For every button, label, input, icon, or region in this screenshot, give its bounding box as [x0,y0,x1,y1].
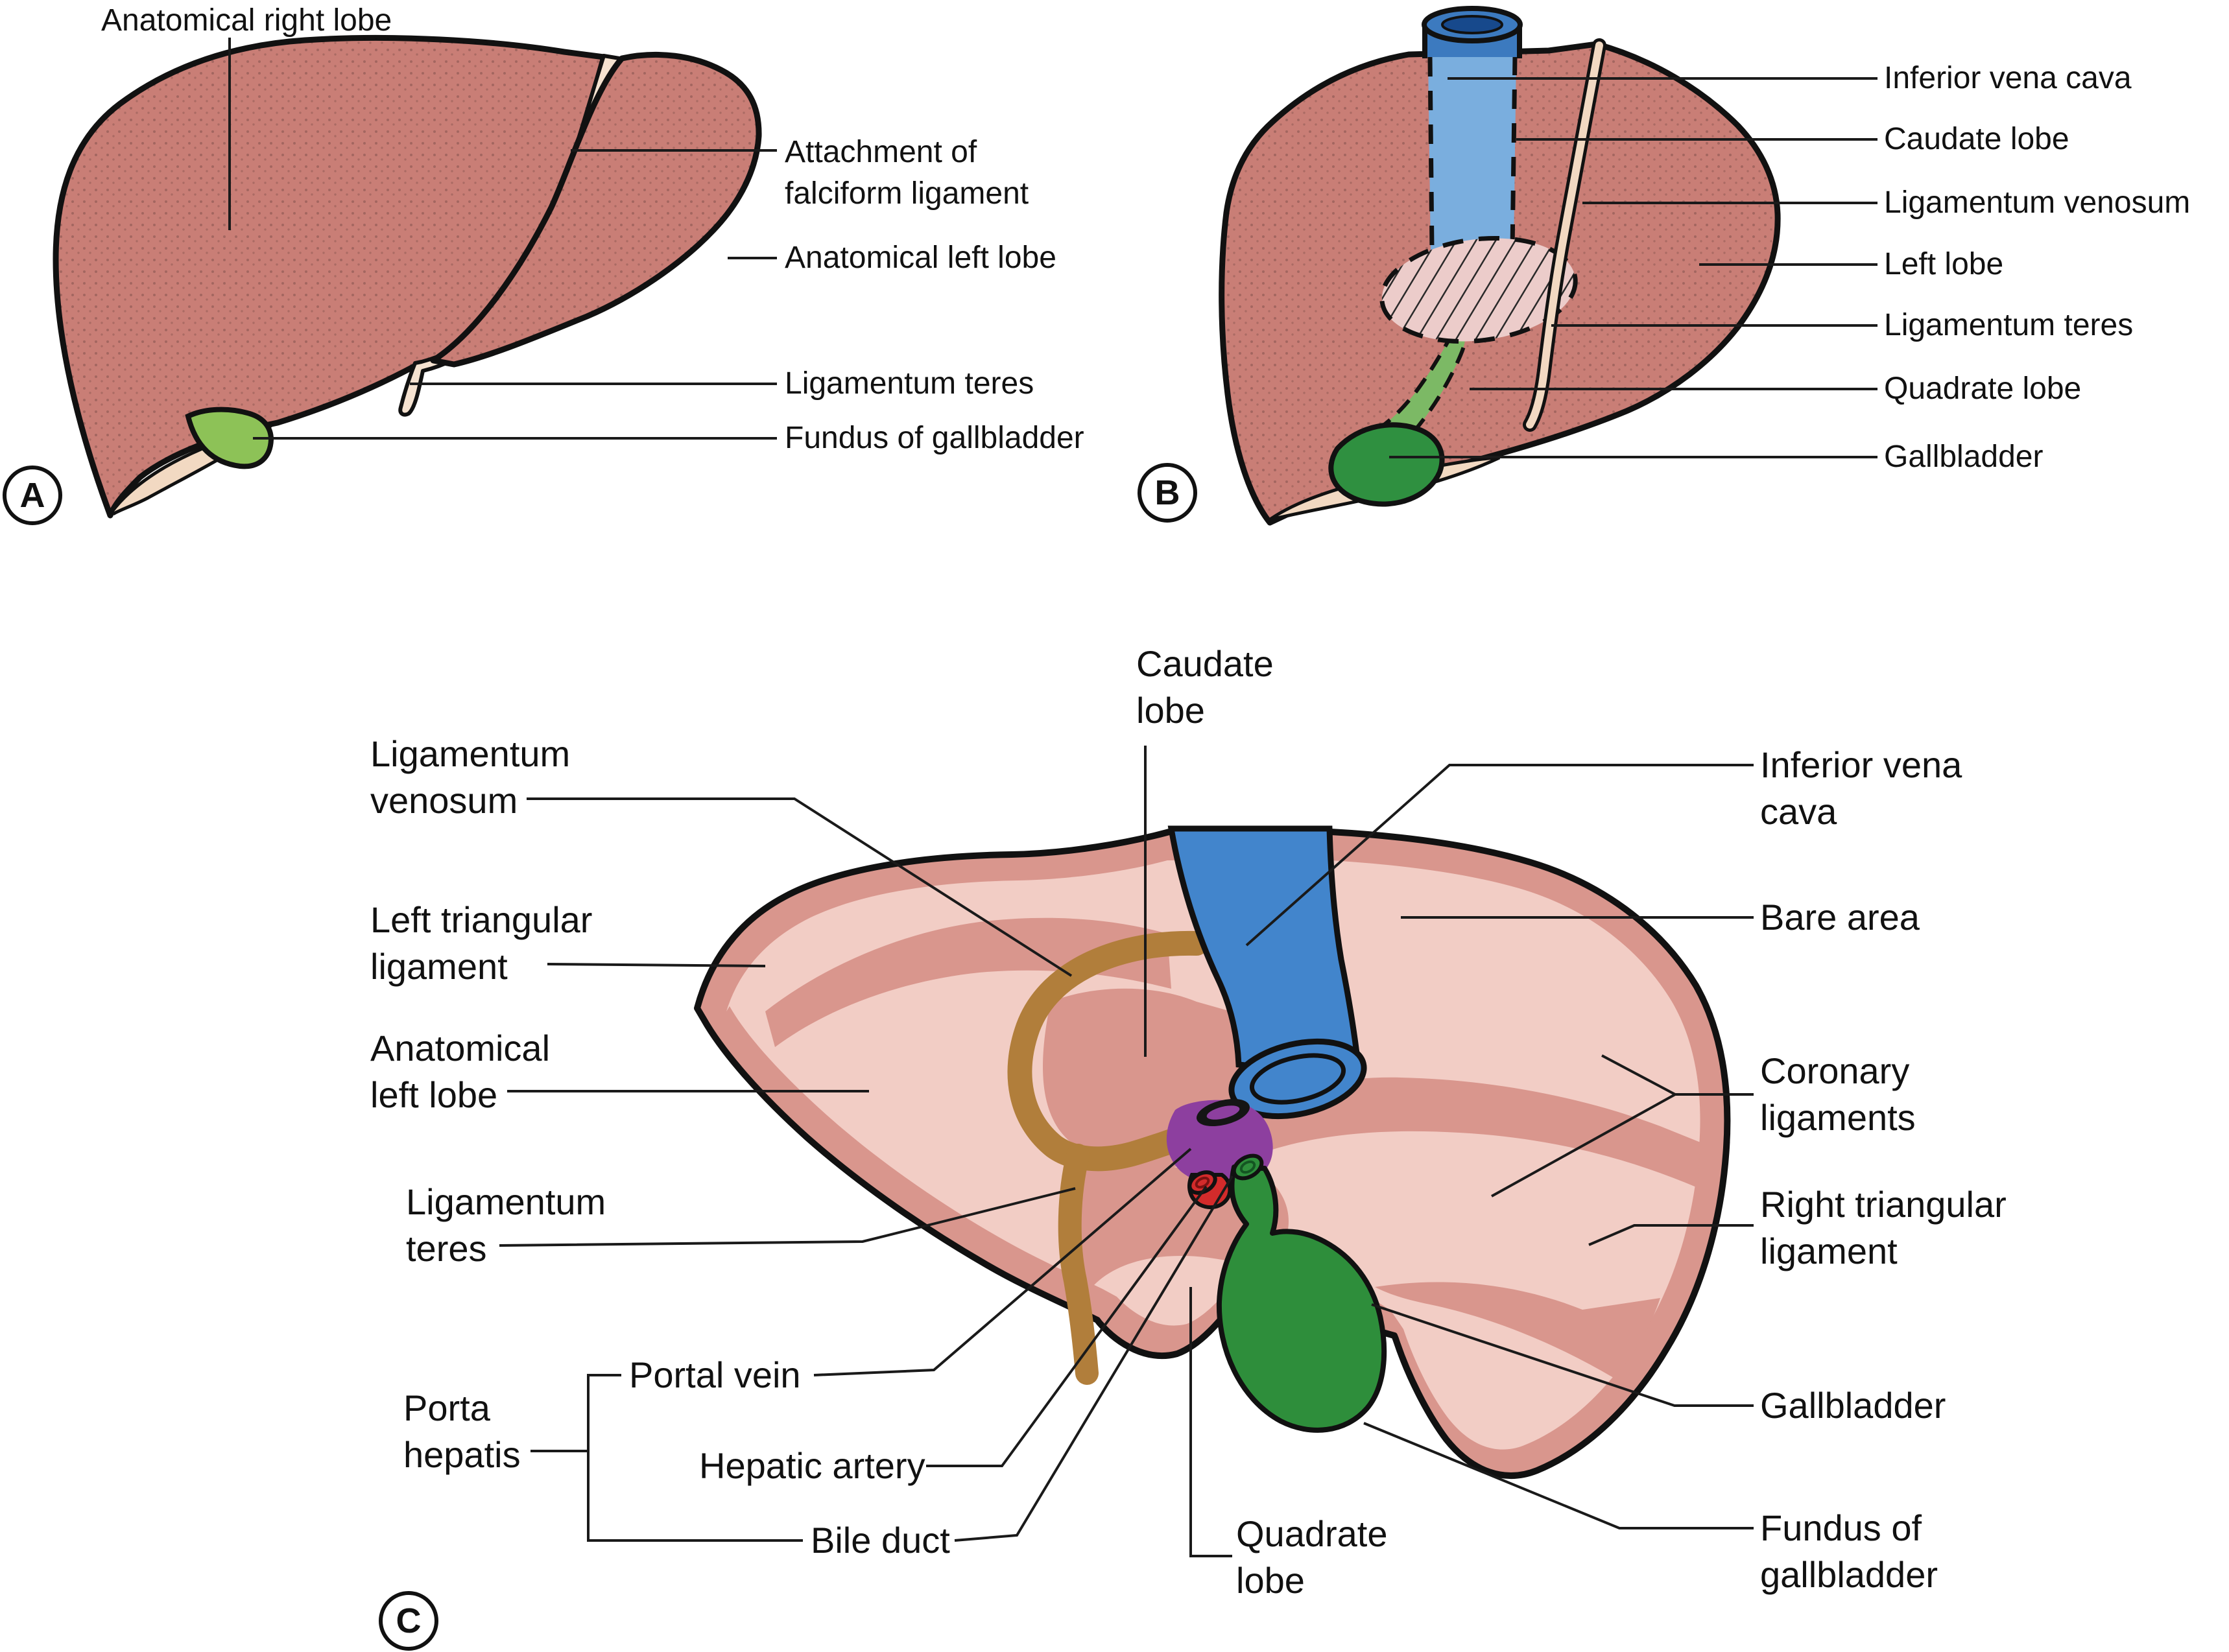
c-label-bile-duct: Bile duct [811,1520,950,1561]
c-label-bare-area: Bare area [1760,897,1920,938]
panel-b-tag: B [1138,463,1197,523]
b-label-teres: Ligamentum teres [1884,308,2134,342]
c-label-portal-vein: Portal vein [629,1354,801,1395]
c-label-gallbladder: Gallbladder [1760,1385,1946,1426]
c-leader-teres [499,1187,1076,1247]
c-inferior-vena-cava [1167,825,1367,1120]
a-label-right-lobe: Anatomical right lobe [101,3,392,38]
b-ivc-top [1422,6,1523,58]
panel-b-liver-illustration [1219,6,1781,526]
c-label-hepatic-artery: Hepatic artery [699,1445,925,1486]
b-label-ivc: Inferior vena cava [1884,61,2132,95]
b-label-gallbladder: Gallbladder [1884,440,2044,474]
c-portal-vein-lumen [1206,1105,1240,1120]
c-ligamentum-venosum [1007,930,1209,1172]
b-label-quadrate: Quadrate lobe [1884,372,2082,406]
c-leader-right-triangular [1588,1224,1754,1246]
c-label-fundus: Fundus of gallbladder [1760,1507,1938,1595]
panel-a-liver-illustration [53,34,762,519]
c-porta-hepatis-bracket [530,1374,803,1542]
b-gallbladder-fundus [1328,422,1445,507]
a-label-falciform: Attachment of falciform ligament [785,135,1029,211]
panel-c-leader-lines [499,746,1754,1557]
a-label-teres: Ligamentum teres [785,366,1034,401]
panel-b-leader-lines [1389,77,1877,458]
c-leader-coronary [1491,1054,1754,1198]
b-ligament-thread [1526,41,1603,429]
c-leader-ivc [1245,764,1754,947]
b-label-left-lobe: Left lobe [1884,247,2004,281]
c-band-upper [765,917,1171,1047]
a-label-fundus: Fundus of gallbladder [785,421,1084,455]
c-hepatic-artery-opening [1187,1170,1217,1195]
c-bile-duct-lumen [1239,1160,1256,1174]
c-label-left-lobe: Anatomical left lobe [370,1028,551,1115]
c-leader-fundus [1363,1422,1754,1529]
b-bare-area-hatched [1379,235,1578,344]
c-label-coronary: Coronary ligaments [1760,1050,1916,1138]
a-label-left-lobe: Anatomical left lobe [785,241,1056,275]
a-left-lobe-texture [433,54,759,364]
c-label-right-triangular: Right triangular ligament [1760,1184,2007,1271]
c-leader-portal-vein [813,1148,1192,1376]
b-ivc-shaft-hidden [1428,54,1516,252]
panel-c-liver-illustration [694,825,1731,1479]
c-hepatic-artery-lumen [1195,1176,1210,1189]
panel-c-tag: C [379,1591,438,1651]
c-label-ivc: Inferior vena cava [1760,744,1962,832]
c-band-coronary-upper [1257,1077,1700,1188]
c-label-teres: Ligamentum teres [406,1181,606,1269]
c-label-caudate: Caudate lobe [1136,643,1274,731]
c-leader-bile-duct [954,1175,1234,1542]
c-label-quadrate: Quadrate lobe [1236,1513,1388,1601]
c-band-coronary-lower [1375,1282,1660,1378]
c-leader-hepatic-artery [926,1185,1208,1467]
c-leader-left-triangular [547,963,766,967]
c-gallbladder [1216,1164,1387,1433]
b-label-caudate: Caudate lobe [1884,122,2069,156]
panel-a-leader-lines [228,38,777,440]
c-bile-duct-opening [1232,1153,1264,1181]
panel-a-tag: A [3,466,62,525]
b-label-venosum: Ligamentum venosum [1884,185,2191,220]
c-leader-quadrate [1189,1287,1232,1557]
c-label-left-triangular: Left triangular ligament [370,899,593,987]
c-leader-gallbladder [1371,1303,1754,1407]
c-leader-venosum [527,797,1073,977]
a-gallbladder [185,407,274,469]
c-label-venosum: Ligamentum venosum [370,733,571,821]
a-right-lobe-texture [56,38,604,516]
c-label-porta-hepatis: Porta hepatis [403,1387,521,1475]
